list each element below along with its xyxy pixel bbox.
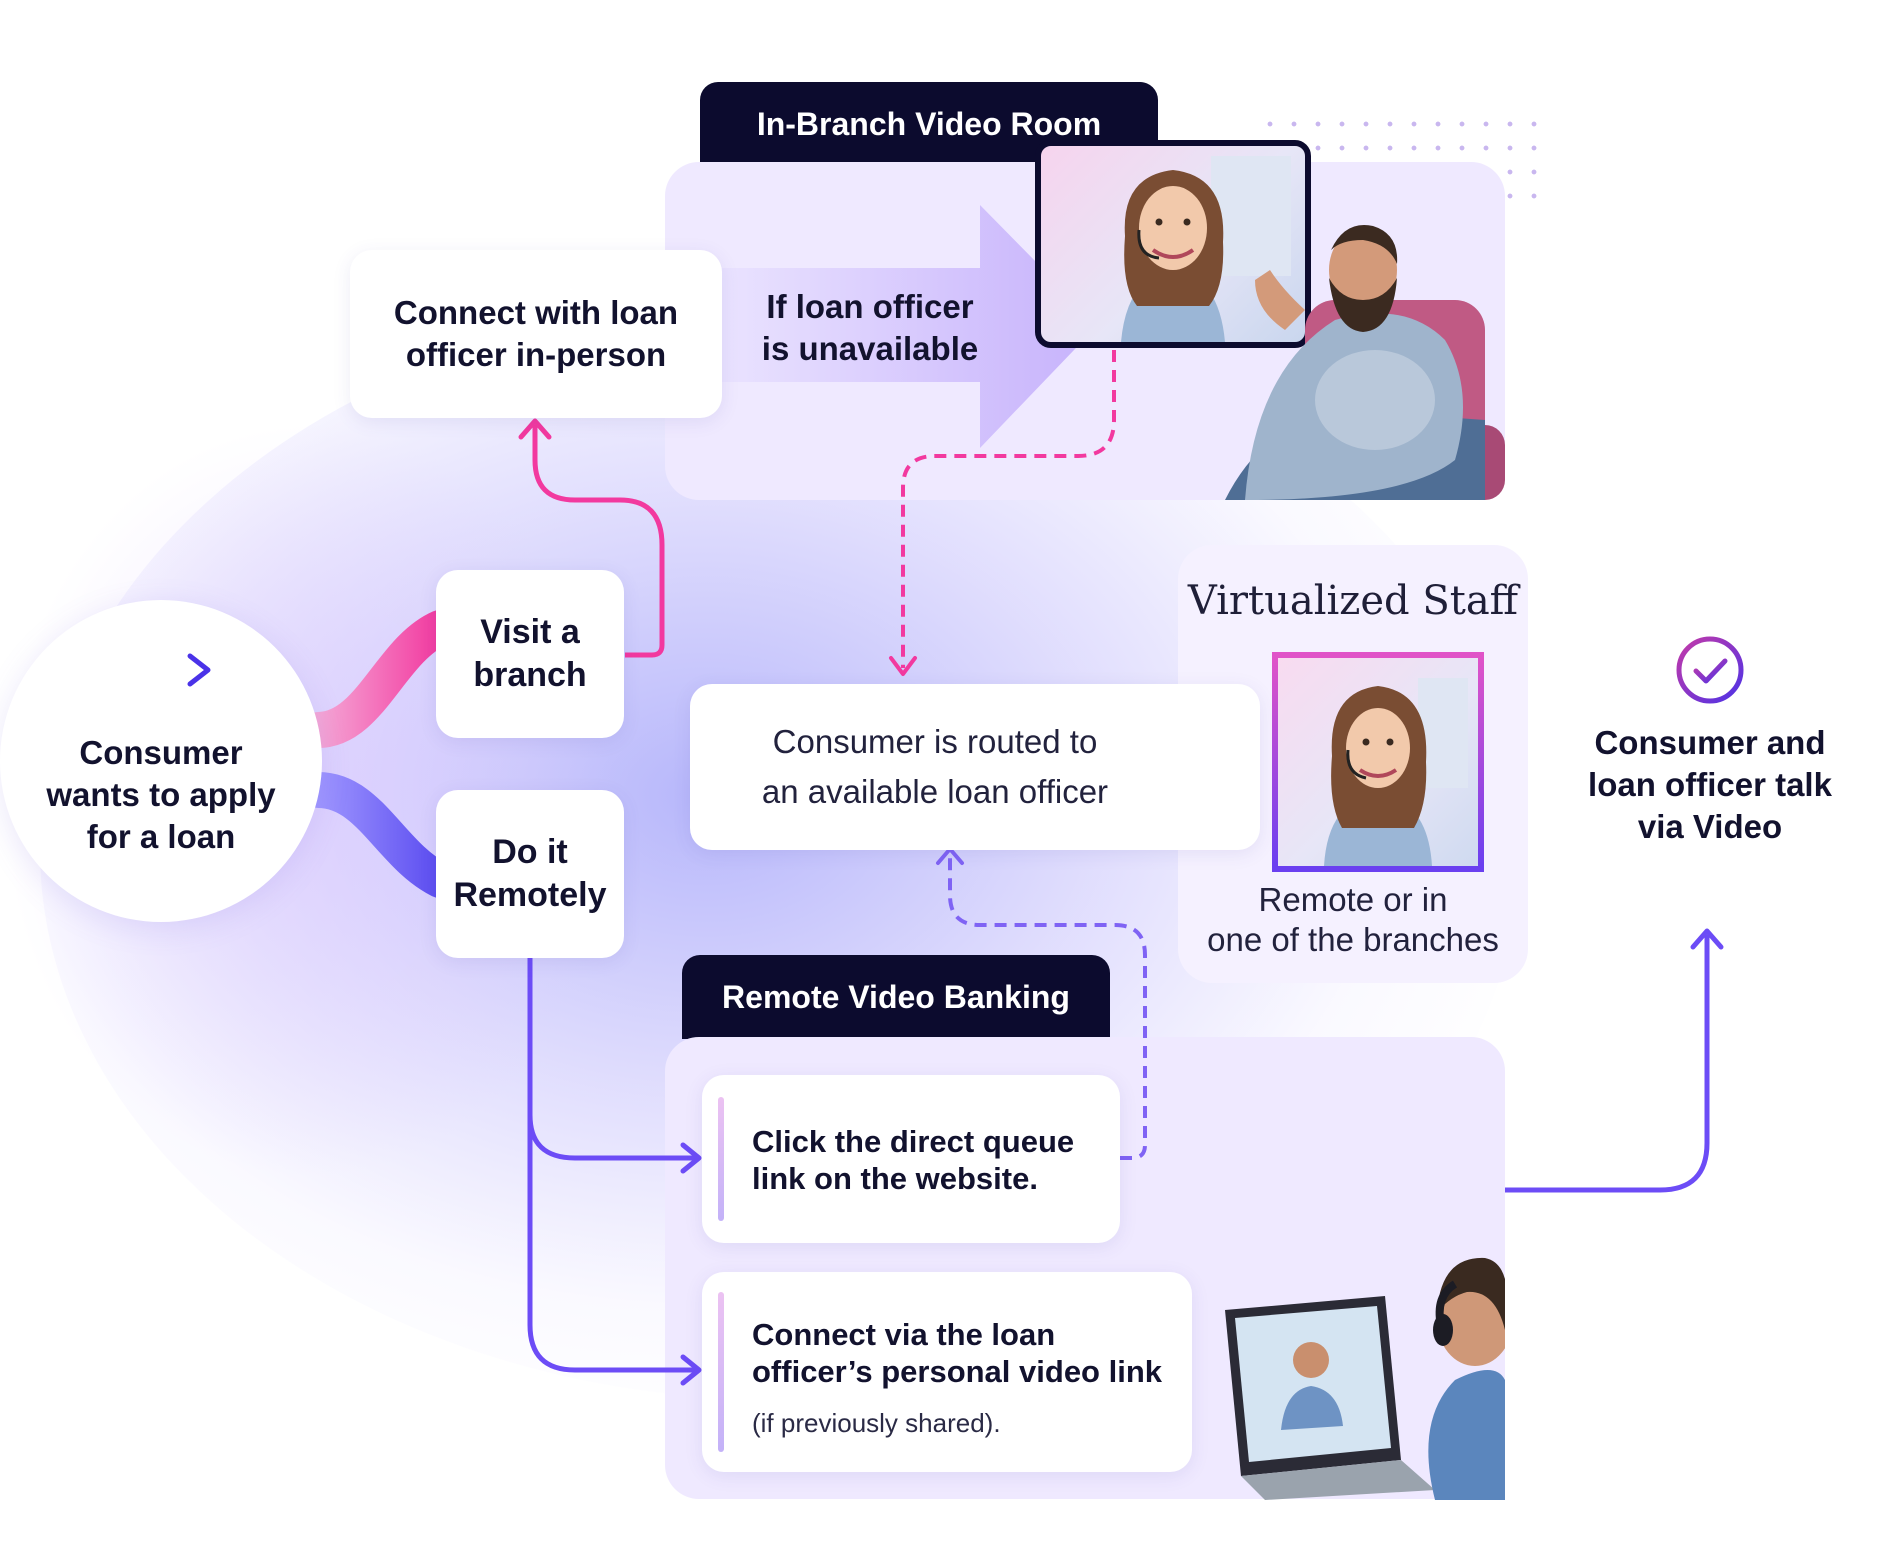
ribbon-to-visit [300, 610, 458, 748]
option1-accent-bar [718, 1097, 724, 1221]
laptop-user-photo [1225, 1257, 1505, 1500]
remote-option-personal-link: Connect via the loan officer’s personal … [702, 1272, 1192, 1472]
option2-label: Connect via the loan officer’s personal … [752, 1317, 1163, 1389]
arrowhead-outcome [1690, 928, 1724, 950]
consumer-photo [1225, 225, 1505, 500]
connector-remote-to-options [527, 958, 695, 1373]
loan-officer-photo [1121, 156, 1291, 342]
connector-remote-to-option1 [527, 1114, 695, 1161]
in-person-node: Connect with loan officer in-person [350, 250, 722, 418]
visit-branch-node: Visit a branch [436, 570, 624, 738]
ribbon-to-remote [300, 772, 458, 898]
arrowhead-option2 [680, 1354, 702, 1386]
virtualized-staff-title: Virtualized Staff [1187, 578, 1519, 624]
option1-label: Click the direct queue link on the websi… [752, 1124, 1075, 1196]
virtual-staff-caption: Remote or in one of the branches [1207, 881, 1499, 958]
check-circle-icon [1676, 636, 1744, 704]
connector-unavailable-to-routing [901, 330, 1116, 668]
outcome-node: Consumer and loan officer talk via Video [1545, 630, 1875, 850]
remote-node: Do it Remotely [436, 790, 624, 958]
routing-label: Consumer is routed to an available loan … [761, 723, 1109, 810]
connector-visit-to-inperson [532, 425, 665, 658]
start-label: Consumer wants to apply for a loan [46, 734, 276, 855]
unavailable-condition: If loan officer is unavailable [761, 288, 979, 367]
connector-panel-to-outcome [1505, 935, 1710, 1193]
remote-banking-tab: Remote Video Banking [682, 955, 1110, 1039]
remote-option-queue-link: Click the direct queue link on the websi… [702, 1075, 1120, 1243]
condition-arrow-shape [720, 205, 1098, 448]
arrowhead-inperson [518, 418, 552, 440]
option2-note: (if previously shared). [752, 1408, 1001, 1438]
routing-node: Consumer is routed to an available loan … [690, 684, 1260, 850]
virtual-officer-photo [1324, 678, 1468, 866]
virtual-officer-frame [1272, 652, 1484, 872]
in-branch-video-screen [1035, 140, 1311, 348]
arrow-right-icon [117, 653, 211, 687]
connector-option1-to-routing [948, 852, 1147, 1160]
arrowhead-option1 [680, 1142, 702, 1174]
arrowhead-routing [889, 656, 917, 676]
outcome-label: Consumer and loan officer talk via Video [1588, 724, 1832, 845]
option2-accent-bar [718, 1292, 724, 1452]
start-node: Consumer wants to apply for a loan [0, 600, 322, 922]
